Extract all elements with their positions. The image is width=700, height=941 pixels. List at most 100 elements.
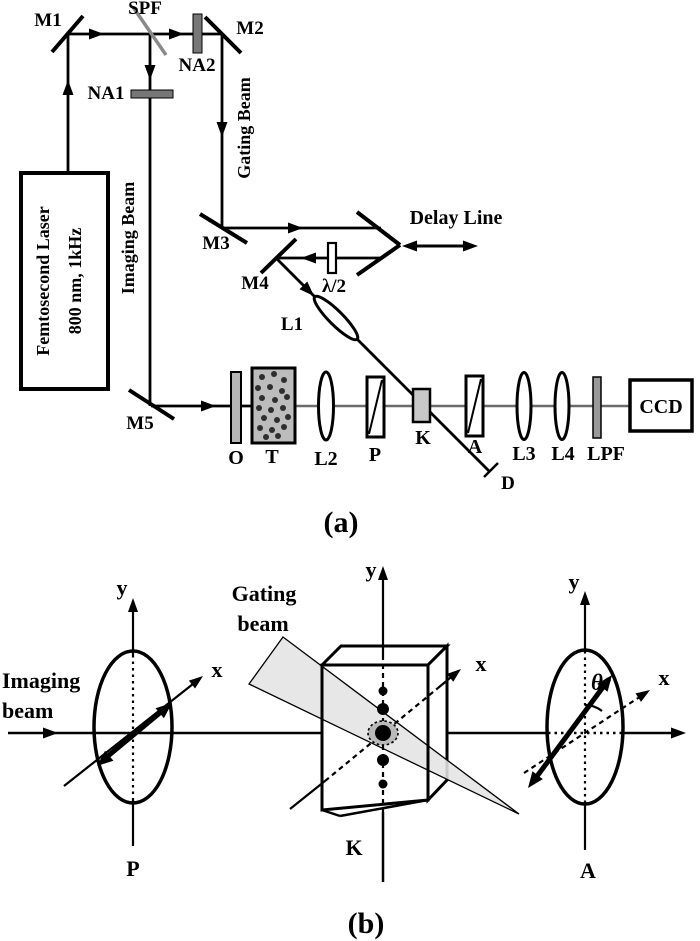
half-wave-plate: λ/2 <box>322 241 346 297</box>
filter-o: O <box>228 371 244 469</box>
o-label: O <box>228 447 244 469</box>
ccd-label: CCD <box>639 396 682 418</box>
gating-line1: Gating <box>232 581 297 606</box>
a-label: A <box>468 436 483 458</box>
laser-label-line2: 800 nm, 1kHz <box>65 228 85 335</box>
arrowhead-left <box>301 252 316 264</box>
gating-line2: beam <box>237 611 288 636</box>
y-axis-label-a: y <box>569 569 580 594</box>
analyzer-a: A <box>464 374 485 458</box>
y-arrowhead <box>580 591 590 605</box>
m3-label: M3 <box>202 233 229 254</box>
analyzer-a-b: y x θ A <box>523 569 670 883</box>
kerr-medium-b: y x K <box>248 557 520 882</box>
imaging-beam-label-b: Imaging beam <box>2 668 80 723</box>
arrowhead-right <box>288 222 303 234</box>
laser-label-line1: Femtosecond Laser <box>33 206 53 355</box>
x-arrowhead <box>446 669 461 682</box>
scatterer-dots <box>255 371 291 440</box>
theta-arc <box>584 703 603 712</box>
y-arrowhead <box>128 598 138 612</box>
mirror-m3: M3 <box>198 212 249 254</box>
lens-l3: L3 <box>512 371 536 465</box>
polarizer-p-b: y x P <box>63 575 223 881</box>
a-label-b: A <box>580 858 596 883</box>
gating-beam-label-b: Gating beam <box>232 581 297 636</box>
half-wave-label: λ/2 <box>322 276 346 297</box>
long-pass-filter: LPF <box>587 376 625 465</box>
m4-label: M4 <box>241 273 269 294</box>
arrowhead-up <box>62 80 74 95</box>
gate-dots <box>375 686 391 789</box>
na2-label: NA2 <box>179 55 216 76</box>
mirror-m4: M4 <box>241 237 298 294</box>
lpf-label: LPF <box>587 443 625 465</box>
arrowhead-right <box>43 727 58 739</box>
beam-dump-d: D <box>483 462 515 494</box>
arrowhead-right <box>89 28 104 40</box>
turbid-medium-t: T <box>250 366 297 468</box>
m2-label: M2 <box>236 18 263 39</box>
imaging-beam-label: Imaging Beam <box>118 182 138 295</box>
arrowhead-left <box>402 240 417 252</box>
p-label-b: P <box>126 856 139 881</box>
laser-box: Femtosecond Laser 800 nm, 1kHz <box>19 171 110 391</box>
caption-a: (a) <box>324 506 359 539</box>
m1-label: M1 <box>34 10 61 31</box>
attenuator-na2: NA2 <box>179 13 216 76</box>
arrowhead-down <box>144 65 156 80</box>
imaging-line2: beam <box>2 698 53 723</box>
x-axis-label-p: x <box>212 657 223 682</box>
l4-label: L4 <box>551 443 574 465</box>
arrowhead-down <box>216 122 228 137</box>
y-axis-label-k: y <box>366 557 377 582</box>
caption-b: (b) <box>348 907 385 940</box>
lens-l4: L4 <box>551 371 575 465</box>
y-arrowhead <box>378 566 388 580</box>
transmission-axis-p <box>100 705 169 763</box>
d-label: D <box>501 473 515 494</box>
transmission-arrowhead <box>528 771 543 788</box>
y-axis-label-p: y <box>117 575 128 600</box>
polarizer-p: P <box>365 375 386 466</box>
arrowhead-downright <box>299 281 314 296</box>
transmission-arrowhead <box>97 750 114 766</box>
ccd-camera: CCD <box>628 378 694 433</box>
mirror-m2: M2 <box>203 15 264 55</box>
transmission-arrowhead <box>597 675 612 692</box>
attenuator-na1: NA1 <box>88 83 174 104</box>
t-label: T <box>265 446 279 468</box>
x-arrowhead <box>188 676 203 689</box>
arrowhead-right <box>169 28 184 40</box>
na1-label: NA1 <box>88 83 125 104</box>
mirror-m1: M1 <box>34 10 85 54</box>
x-axis-label-a: x <box>659 665 670 690</box>
delay-line-label: Delay Line <box>410 207 503 229</box>
k-label-b: K <box>345 835 362 860</box>
arrowhead-right <box>463 240 478 252</box>
x-arrowhead <box>635 690 650 702</box>
panel-a: Femtosecond Laser 800 nm, 1kHz M1 SPF NA… <box>19 0 694 539</box>
theta-label: θ <box>591 670 603 695</box>
l1-label: L1 <box>281 314 303 335</box>
spf-label: SPF <box>128 0 162 19</box>
l2-label: L2 <box>314 448 337 470</box>
arrowhead-right <box>671 727 686 739</box>
transmission-arrowhead <box>155 703 172 719</box>
imaging-line1: Imaging <box>2 668 80 693</box>
m5-label: M5 <box>126 413 153 434</box>
delay-line-retroreflector: Delay Line <box>355 207 503 277</box>
lens-l2: L2 <box>314 370 338 470</box>
l3-label: L3 <box>512 443 535 465</box>
mirror-m5: M5 <box>126 388 176 434</box>
arrowhead-right <box>201 400 216 412</box>
gating-beam-label: Gating Beam <box>234 77 254 179</box>
k-label: K <box>415 427 431 449</box>
transmission-axis-a <box>529 677 612 785</box>
lens-l1: L1 <box>281 294 360 342</box>
x-axis-label-k: x <box>476 651 487 676</box>
panel-b: Imaging beam y x P Gating beam <box>2 557 686 940</box>
p-label: P <box>369 444 381 466</box>
